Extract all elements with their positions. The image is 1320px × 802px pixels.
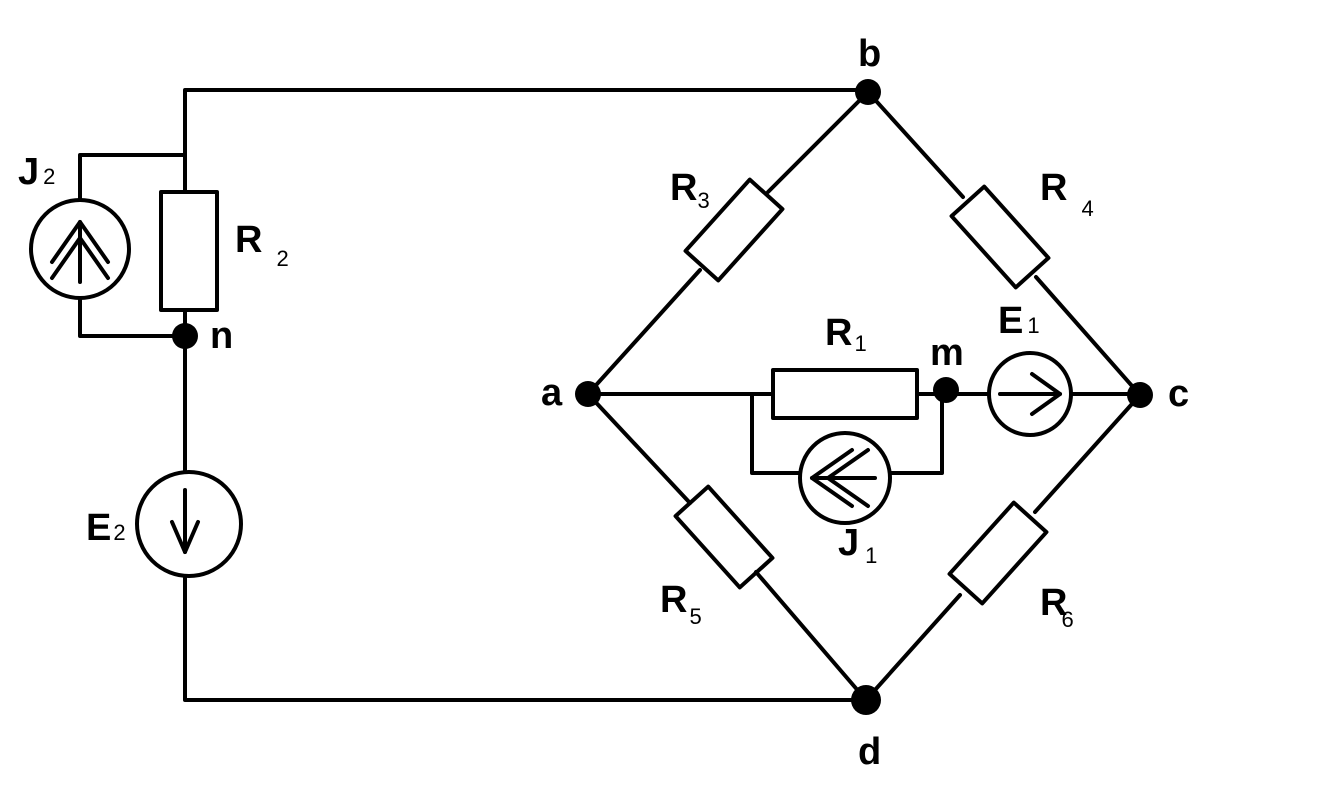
j1-arrow-head-1 — [810, 448, 854, 508]
node-dot-m — [933, 377, 959, 403]
wire-b-r4 — [866, 90, 965, 199]
j2-arrow-head-2 — [50, 236, 110, 280]
node-label-m: m — [930, 332, 964, 374]
label-e2: E2 — [86, 507, 126, 549]
j1-arrow-head-2 — [826, 448, 870, 508]
wire-c-r6 — [1033, 393, 1142, 514]
wire-bottom-d — [183, 576, 870, 702]
resistor-r4 — [949, 184, 1051, 290]
wire-r3-a — [586, 268, 702, 396]
wire-j2-top — [78, 153, 187, 202]
e2-arrow-head — [170, 520, 200, 554]
voltage-source-e2 — [135, 470, 243, 578]
current-source-j1 — [798, 431, 892, 525]
node-dot-b — [855, 79, 881, 105]
resistor-r1 — [771, 368, 919, 420]
label-r1: R1 — [825, 312, 867, 356]
node-label-a: a — [541, 372, 563, 414]
node-dot-n — [172, 323, 198, 349]
wire-j1-left — [750, 392, 802, 475]
wire-r5-d — [754, 570, 868, 702]
node-label-n: n — [210, 315, 233, 357]
voltage-source-e1 — [987, 351, 1073, 437]
wire-b-r3 — [766, 90, 870, 194]
node-dot-a — [575, 381, 601, 407]
resistor-r3 — [683, 177, 785, 283]
wire-r4-c — [1034, 275, 1142, 397]
resistor-r2 — [159, 190, 219, 312]
label-r3: R3 — [670, 167, 710, 213]
node-dot-d — [851, 685, 881, 715]
wire-j2-bottom — [78, 296, 187, 338]
j2-arrow-head-1 — [50, 220, 110, 264]
wire-top-b — [183, 88, 870, 194]
resistor-r5 — [673, 484, 775, 590]
wire-r6-d — [864, 593, 962, 702]
node-label-d: d — [858, 731, 881, 773]
wire-j1-right — [888, 392, 944, 475]
node-label-b: b — [858, 33, 881, 75]
node-dot-c — [1127, 382, 1153, 408]
current-source-j2 — [29, 198, 131, 300]
node-label-c: c — [1168, 373, 1189, 415]
e1-arrow-head — [1030, 372, 1062, 416]
resistor-r6 — [947, 500, 1049, 606]
label-r5: R5 — [660, 579, 702, 629]
label-r6: R6 — [1040, 582, 1074, 632]
wire-a-r5 — [586, 392, 692, 505]
